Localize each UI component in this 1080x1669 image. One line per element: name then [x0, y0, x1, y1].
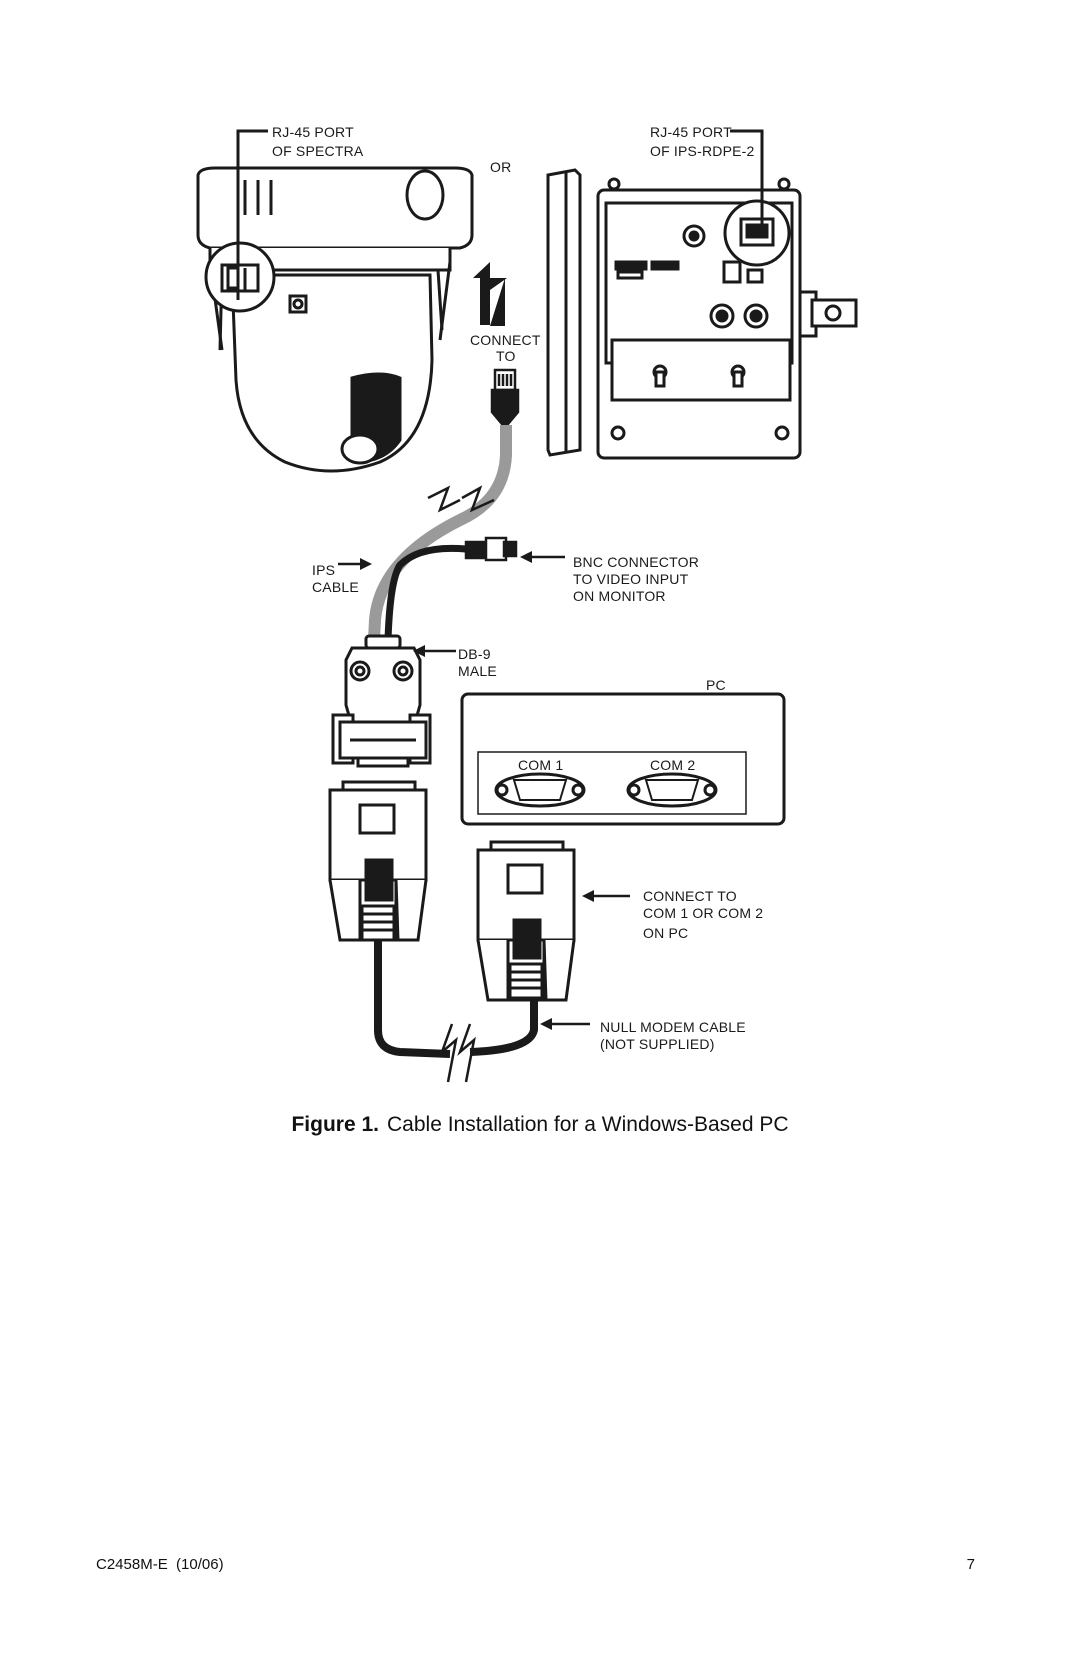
- label-pc: PC: [706, 677, 726, 693]
- pc-box: [460, 692, 786, 826]
- rj45-plug: [490, 368, 520, 426]
- label-bnc-3: ON MONITOR: [573, 588, 666, 604]
- null-modem-connector-right: [476, 840, 576, 1002]
- label-connect-com-3: ON PC: [643, 925, 688, 941]
- cable-break-marks: [427, 485, 495, 513]
- figure-number: Figure 1.: [291, 1113, 379, 1136]
- ips-cable-arrowhead-icon: [360, 558, 372, 570]
- spectra-rj45-leader: [236, 129, 268, 300]
- bnc-arrowhead-icon: [520, 551, 532, 563]
- ips-rj45-leader: [730, 129, 764, 235]
- label-db9-2: MALE: [458, 663, 497, 679]
- label-rj45-spectra-2: OF SPECTRA: [272, 143, 364, 159]
- label-null-modem-2: (NOT SUPPLIED): [600, 1036, 715, 1052]
- label-rj45-ips-2: OF IPS-RDPE-2: [650, 143, 755, 159]
- null-modem-cable: [374, 940, 538, 1058]
- label-db9-1: DB-9: [458, 646, 491, 662]
- null-modem-connector-left: [328, 780, 428, 942]
- up-arrow-icon: [473, 262, 507, 325]
- label-connect-com-2: COM 1 OR COM 2: [643, 905, 763, 921]
- footer-doc-id: C2458M-E (10/06): [96, 1556, 224, 1573]
- figure-caption: Figure 1. Cable Installation for a Window…: [0, 1113, 1080, 1137]
- null-modem-break-marks: [439, 1023, 476, 1083]
- footer-page-number: 7: [966, 1556, 975, 1573]
- ips-rdpe-box: [546, 168, 858, 460]
- label-connect-to-1: CONNECT: [470, 332, 541, 348]
- label-ips-cable-2: CABLE: [312, 579, 359, 595]
- label-connect-com-1: CONNECT TO: [643, 888, 737, 904]
- label-com1: COM 1: [518, 757, 563, 773]
- video-cable-black: [384, 544, 467, 641]
- bnc-connector: [464, 536, 518, 562]
- label-rj45-spectra-1: RJ-45 PORT: [272, 124, 354, 140]
- label-rj45-ips-1: RJ-45 PORT: [650, 124, 732, 140]
- figure-caption-text: Cable Installation for a Windows-Based P…: [387, 1113, 789, 1136]
- label-or: OR: [490, 159, 511, 175]
- connect-arrow-icon: [490, 278, 505, 326]
- label-com2: COM 2: [650, 757, 695, 773]
- db9-male-connector: [331, 634, 432, 768]
- null-modem-arrowhead-icon: [540, 1018, 552, 1030]
- db9-arrowhead-icon: [413, 645, 425, 657]
- label-bnc-2: TO VIDEO INPUT: [573, 571, 689, 587]
- ips-cable-grey: [368, 425, 512, 641]
- label-null-modem-1: NULL MODEM CABLE: [600, 1019, 746, 1035]
- label-connect-to-2: TO: [496, 348, 516, 364]
- spectra-dome-camera: [196, 166, 474, 473]
- label-ips-cable-1: IPS: [312, 562, 335, 578]
- connect-com-arrowhead-icon: [582, 890, 594, 902]
- label-bnc-1: BNC CONNECTOR: [573, 554, 699, 570]
